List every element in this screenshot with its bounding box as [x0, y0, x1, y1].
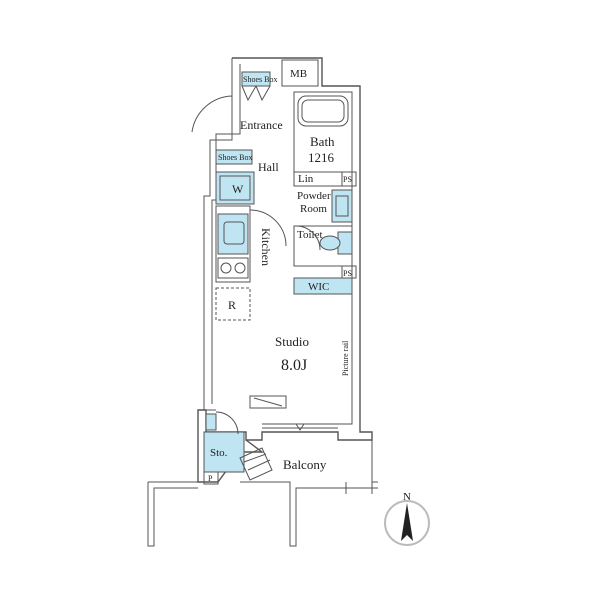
compass-label: N [403, 491, 411, 503]
north-arrow-icon [401, 503, 413, 541]
kitchen-counter [215, 205, 251, 283]
hall-label: Hall [258, 160, 279, 174]
air-conditioner [249, 395, 287, 409]
kitchen-sink-basin [223, 221, 245, 245]
studio-label: Studio [275, 334, 309, 349]
entrance-door-swing [191, 95, 233, 138]
shoes-box-top-label: Shoes Box [243, 75, 277, 84]
powder-room-label: Powder [297, 190, 331, 202]
balcony-window [262, 427, 338, 433]
storage-small [205, 413, 217, 431]
ps-top-label: PS [343, 175, 352, 184]
balcony-label: Balcony [283, 457, 327, 472]
shoes-box-top-doors [241, 85, 271, 102]
burner-1 [220, 262, 232, 274]
r-label: R [228, 298, 236, 312]
entrance-label: Entrance [240, 118, 283, 132]
toilet-bowl [319, 235, 341, 251]
vanity [331, 189, 353, 223]
inner-west-wall [211, 64, 241, 404]
mb-box [281, 59, 319, 87]
sto-label: Sto. [210, 447, 228, 459]
wic-label: WIC [308, 281, 329, 293]
bath-size-label: 1216 [308, 150, 335, 165]
burner-2 [234, 262, 246, 274]
storage-door-swing [215, 411, 239, 435]
mb-label: MB [290, 68, 307, 80]
kitchen-sink [217, 213, 249, 255]
stove [217, 257, 249, 279]
bathtub [297, 95, 349, 127]
compass-ring [384, 500, 430, 546]
compass: N [384, 491, 430, 546]
main-body-wall [203, 58, 233, 411]
p-box [203, 471, 219, 485]
toilet-label: Toilet [297, 229, 323, 241]
p-label: P [208, 474, 213, 483]
picture-rail-label: Picture rail [341, 340, 350, 376]
vanity-basin [335, 195, 349, 217]
toilet-door-swing [295, 225, 321, 251]
studio-size-label: 8.0J [281, 357, 307, 374]
shoes-box-hall-label: Shoes Box [218, 153, 252, 162]
kitchen-label: Kitchen [259, 228, 273, 266]
lin-label: Lin [298, 173, 314, 185]
washer [215, 171, 255, 205]
balcony-railing [147, 440, 378, 547]
air-conditioner-mark [253, 397, 283, 407]
storage [203, 431, 245, 473]
kitchen-door-swing [249, 209, 287, 247]
ps-bottom-label: PS [343, 269, 352, 278]
balcony-posts [289, 440, 373, 494]
refrigerator [215, 287, 251, 321]
washer-inner [219, 175, 251, 201]
bathtub-inner [301, 99, 345, 123]
shoes-box-hall [215, 149, 253, 165]
ps-top [341, 171, 357, 187]
w-label: W [232, 182, 244, 196]
powder-room-label-2: Room [300, 203, 327, 215]
window-marker [295, 423, 305, 431]
outdoor-unit [239, 447, 273, 481]
bath-label: Bath [310, 134, 335, 149]
wic [293, 277, 353, 295]
